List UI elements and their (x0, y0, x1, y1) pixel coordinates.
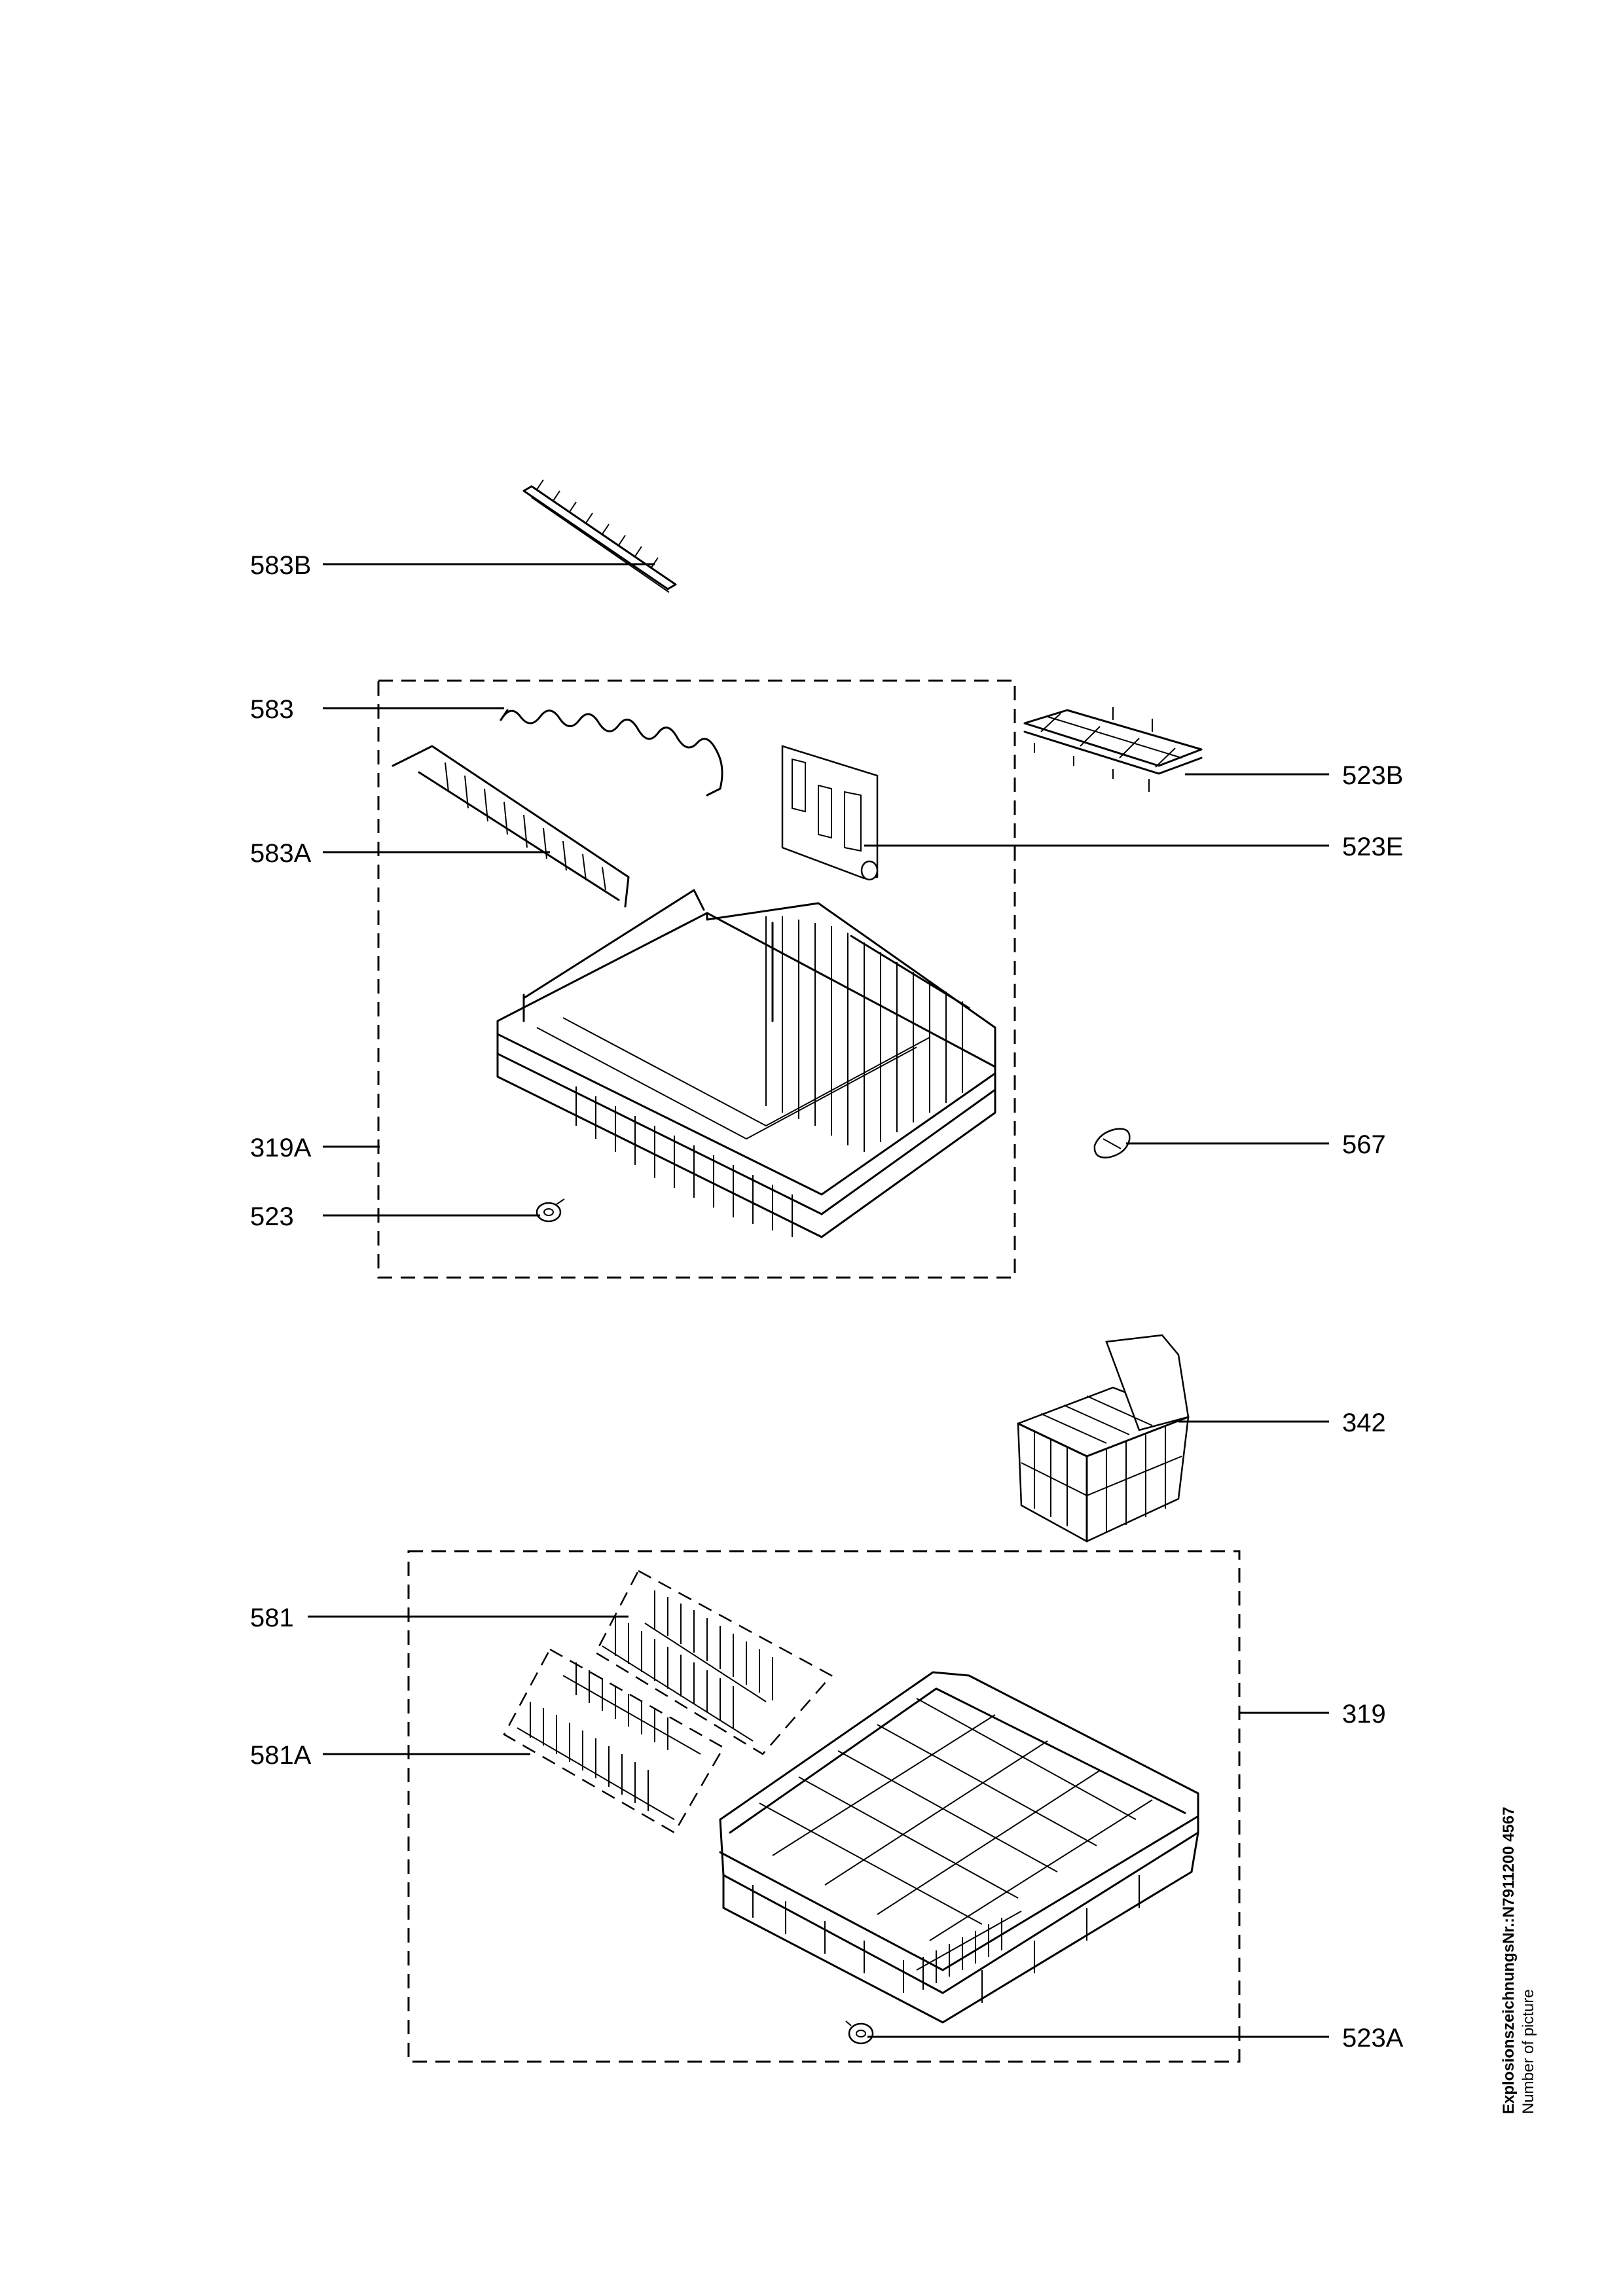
part-319-lower-basket (719, 1671, 1199, 2024)
label-583b: 583B (250, 551, 311, 580)
label-581: 581 (250, 1604, 294, 1632)
part-523e-clip-plate (781, 745, 879, 881)
label-319a: 319A (250, 1134, 312, 1162)
drawing-number: ExplosionszeichnungsNr.:N7911200 4567 (1500, 1806, 1518, 2114)
label-583: 583 (250, 695, 294, 724)
part-583a-cup-rack (392, 745, 630, 908)
label-319: 319 (1342, 1700, 1386, 1729)
part-567-clip (1093, 1128, 1131, 1158)
label-523e: 523E (1342, 833, 1403, 861)
part-342-cutlery-basket (1017, 1334, 1190, 1543)
part-523-wheel (536, 1198, 565, 1223)
label-342: 342 (1342, 1408, 1386, 1437)
part-523a-wheel (845, 2020, 874, 2045)
label-523: 523 (250, 1202, 294, 1231)
drawing-number-caption: ExplosionszeichnungsNr.:N7911200 4567 Nu… (1499, 1806, 1539, 2114)
part-583-wavy-wire (500, 709, 723, 797)
part-523b-folding-tray (1023, 707, 1203, 792)
label-567: 567 (1342, 1130, 1386, 1159)
label-523b: 523B (1342, 761, 1403, 790)
picture-caption: Number of picture (1520, 1989, 1537, 2114)
part-581a-folding-tines (503, 1648, 725, 1834)
part-581-folding-tines (594, 1570, 833, 1755)
part-583b-comb-strip (522, 479, 677, 593)
label-523a: 523A (1342, 2024, 1404, 2053)
upper-basket-group-box (377, 679, 1016, 1279)
label-581a: 581A (250, 1741, 312, 1770)
part-319a-upper-basket (496, 889, 996, 1238)
lower-basket-group-box (407, 1550, 1241, 2063)
label-583a: 583A (250, 839, 312, 868)
